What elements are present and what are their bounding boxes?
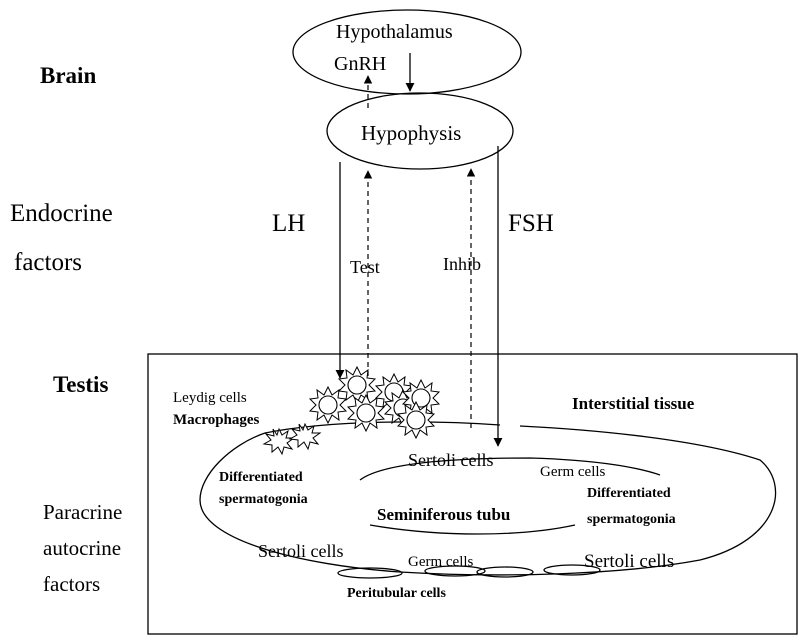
germ-cells-bottom-label: Germ cells bbox=[408, 554, 474, 570]
brain-label: Brain bbox=[40, 63, 96, 88]
endocrine-label-line2: factors bbox=[14, 249, 82, 276]
tubule-outer-boundary bbox=[199, 421, 777, 576]
tubule-lumen-bottom bbox=[369, 524, 576, 535]
tubule-lumen-arc bbox=[359, 457, 661, 481]
endocrine-label-line1: Endocrine bbox=[10, 200, 113, 227]
leydig-cells-cluster bbox=[309, 366, 440, 439]
differentiated-left-line2: spermatogonia bbox=[219, 492, 308, 507]
inhib-label: Inhib bbox=[443, 254, 481, 274]
sertoli-cells-center-label: Sertoli cells bbox=[408, 450, 493, 470]
differentiated-left-line1: Differentiated bbox=[219, 470, 303, 485]
paracrine-label-line1: Paracrine bbox=[43, 500, 122, 524]
sertoli-cells-right-label: Sertoli cells bbox=[584, 551, 674, 572]
gnrh-label: GnRH bbox=[334, 53, 386, 75]
sertoli-cells-left-label: Sertoli cells bbox=[258, 541, 343, 561]
paracrine-label-line2: autocrine bbox=[43, 536, 121, 560]
peritubular-cells-label: Peritubular cells bbox=[347, 586, 446, 601]
leydig-cells-label: Leydig cells bbox=[173, 390, 247, 406]
differentiated-right-line1: Differentiated bbox=[587, 486, 671, 501]
hypothalamus-ellipse bbox=[292, 9, 522, 95]
macrophages-cluster bbox=[263, 423, 321, 455]
testis-label: Testis bbox=[53, 372, 108, 397]
differentiated-right-line2: spermatogonia bbox=[587, 512, 676, 527]
test-label: Test bbox=[350, 257, 380, 277]
macrophages-label: Macrophages bbox=[173, 412, 260, 428]
fsh-label: FSH bbox=[508, 210, 554, 237]
peritubular-cells bbox=[337, 564, 601, 579]
interstitial-tissue-label: Interstitial tissue bbox=[572, 394, 695, 413]
germ-cells-right-label: Germ cells bbox=[540, 464, 606, 480]
lh-label: LH bbox=[272, 210, 305, 237]
paracrine-label-line3: factors bbox=[43, 572, 100, 596]
hypophysis-label: Hypophysis bbox=[361, 121, 461, 145]
hypophysis-ellipse bbox=[326, 92, 514, 170]
hypothalamus-label: Hypothalamus bbox=[336, 21, 453, 43]
testis-box bbox=[147, 353, 798, 635]
seminiferous-tubule-label: Seminiferous tubu bbox=[377, 505, 510, 524]
